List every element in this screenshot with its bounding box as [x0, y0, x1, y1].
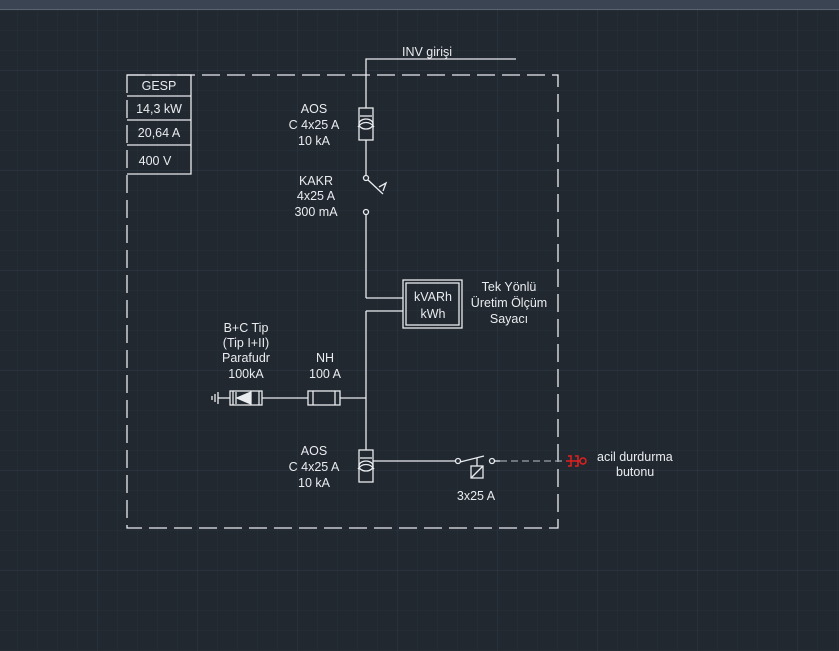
svg-text:acil durdurma: acil durdurma	[597, 450, 673, 464]
meter-label: kVARh kWh	[414, 290, 452, 321]
aos-bottom-symbol	[357, 449, 375, 483]
svg-text:100 A: 100 A	[309, 367, 342, 381]
gesp-current: 20,64 A	[138, 126, 181, 140]
gesp-voltage: 400 V	[139, 154, 172, 168]
aos-bottom-label: AOS C 4x25 A 10 kA	[289, 444, 340, 490]
gesp-info-box	[127, 74, 192, 175]
svg-text:300 mA: 300 mA	[294, 205, 338, 219]
svg-text:B+C Tip: B+C Tip	[224, 321, 269, 335]
grid-major	[0, 10, 839, 651]
panel-enclosure	[126, 74, 559, 529]
gesp-title: GESP	[142, 79, 177, 93]
top-toolbar-strip	[0, 0, 839, 10]
meter-description: Tek Yönlü Üretim Ölçüm Sayacı	[471, 280, 547, 326]
inv-label: INV girişi	[402, 45, 452, 59]
svg-text:4x25 A: 4x25 A	[297, 189, 336, 203]
nh-fuse-label: NH 100 A	[309, 351, 342, 381]
svg-text:AOS: AOS	[301, 444, 327, 458]
svg-text:KAKR: KAKR	[299, 174, 333, 188]
svg-text:C 4x25 A: C 4x25 A	[289, 460, 340, 474]
inv-input-line	[365, 58, 516, 108]
svg-text:100kA: 100kA	[228, 367, 264, 381]
svg-text:Tek Yönlü: Tek Yönlü	[482, 280, 537, 294]
svg-text:C 4x25 A: C 4x25 A	[289, 118, 340, 132]
svg-text:Sayacı: Sayacı	[490, 312, 528, 326]
surge-arrester-symbol	[211, 390, 263, 406]
energy-meter-symbol	[402, 279, 463, 329]
emergency-stop-button-symbol	[566, 455, 587, 467]
svg-text:kWh: kWh	[421, 307, 446, 321]
gesp-power: 14,3 kW	[136, 102, 182, 116]
emergency-stop-label: acil durdurma butonu	[597, 450, 673, 479]
svg-text:NH: NH	[316, 351, 334, 365]
svg-text:AOS: AOS	[301, 102, 327, 116]
kakr-label: KAKR 4x25 A 300 mA	[294, 174, 338, 219]
svg-text:kVARh: kVARh	[414, 290, 452, 304]
svg-text:(Tip I+II): (Tip I+II)	[223, 336, 269, 350]
svg-text:10 kA: 10 kA	[298, 134, 331, 148]
svg-text:10 kA: 10 kA	[298, 476, 331, 490]
svg-text:Parafudr: Parafudr	[222, 351, 270, 365]
contactor-rating: 3x25 A	[457, 489, 496, 503]
svg-text:Üretim Ölçüm: Üretim Ölçüm	[471, 296, 547, 310]
svg-text:butonu: butonu	[616, 465, 654, 479]
surge-arrester-label: B+C Tip (Tip I+II) Parafudr 100kA	[222, 321, 270, 381]
aos-top-label: AOS C 4x25 A 10 kA	[289, 102, 340, 148]
contactor-symbol	[454, 455, 496, 479]
gesp-box-texts: GESP 14,3 kW 20,64 A 400 V	[136, 79, 182, 168]
